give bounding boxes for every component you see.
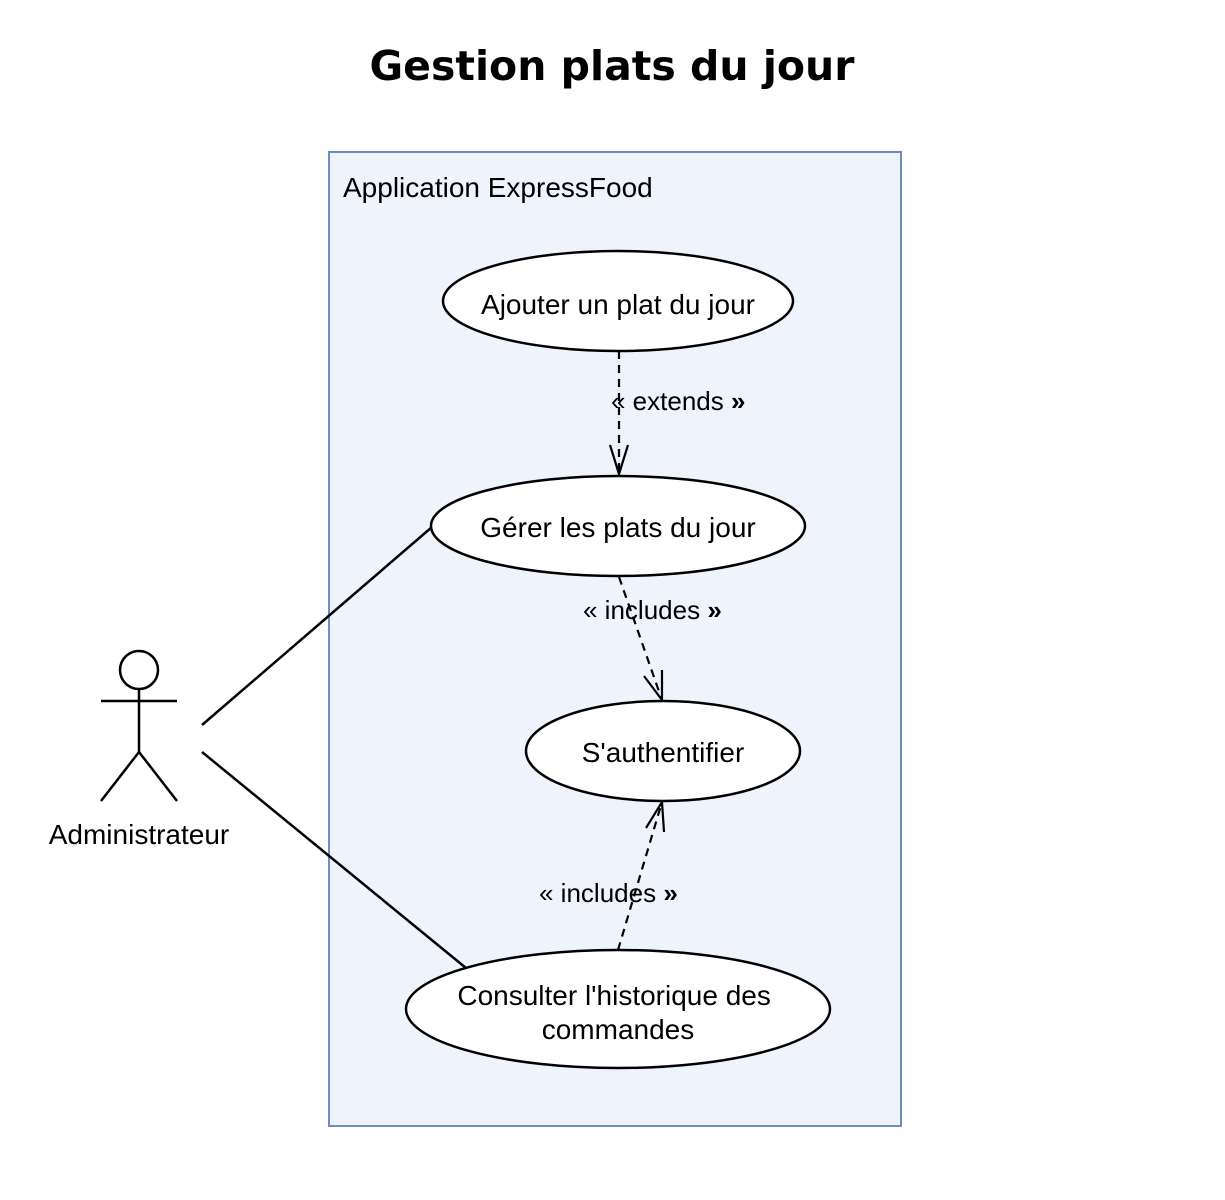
use-case-ajouter-plat[interactable]: Ajouter un plat du jour xyxy=(441,249,795,353)
includes-line-gerer xyxy=(617,576,664,701)
use-case-consulter-historique-line-2: commandes xyxy=(542,1014,695,1045)
use-case-gerer-plats[interactable]: Gérer les plats du jour xyxy=(429,474,807,578)
extends-arrowhead xyxy=(608,444,630,478)
use-case-consulter-historique-line-1: Consulter l'historique des xyxy=(457,980,771,1011)
use-case-gerer-plats-label: Gérer les plats du jour xyxy=(480,512,755,543)
includes-relation-historique[interactable]: « includes » xyxy=(539,798,678,951)
includes-label-historique-close: » xyxy=(663,878,677,908)
use-case-gerer-plats-shape xyxy=(429,474,807,578)
use-case-consulter-historique[interactable]: Consulter l'historique des commandes xyxy=(404,948,832,1070)
actor-label: Administrateur xyxy=(49,819,230,850)
actor-left-leg xyxy=(100,751,140,802)
use-case-consulter-historique-shape xyxy=(404,948,832,1070)
includes-label-historique: « includes » xyxy=(539,878,678,908)
use-case-ajouter-plat-shape xyxy=(441,249,795,353)
system-boundary-label: Application ExpressFood xyxy=(343,172,653,203)
extends-relation[interactable]: « extends » xyxy=(608,351,745,478)
includes-relation-gerer[interactable]: « includes » xyxy=(583,576,722,704)
actor-right-leg xyxy=(138,751,178,802)
use-case-authentifier-shape xyxy=(524,699,802,803)
includes-label-gerer-close: » xyxy=(707,595,721,625)
use-case-authentifier-label: S'authentifier xyxy=(582,737,745,768)
use-case-authentifier[interactable]: S'authentifier xyxy=(524,699,802,803)
use-case-consulter-historique-label: Consulter l'historique des commandes xyxy=(457,980,778,1045)
extends-label-open: « extends xyxy=(611,386,731,416)
diagram-title: Gestion plats du jour xyxy=(370,42,856,90)
extends-label: « extends » xyxy=(611,386,745,416)
use-case-ajouter-plat-label: Ajouter un plat du jour xyxy=(481,289,755,320)
extends-label-close: » xyxy=(731,386,745,416)
actor-head xyxy=(118,649,160,691)
includes-label-gerer-open: « includes xyxy=(583,595,707,625)
includes-label-gerer: « includes » xyxy=(583,595,722,625)
includes-line-historique xyxy=(616,801,664,951)
association-historique[interactable] xyxy=(201,751,467,969)
includes-label-historique-open: « includes xyxy=(539,878,663,908)
actor-administrateur[interactable]: Administrateur xyxy=(49,649,230,850)
association-gerer[interactable] xyxy=(201,526,433,726)
